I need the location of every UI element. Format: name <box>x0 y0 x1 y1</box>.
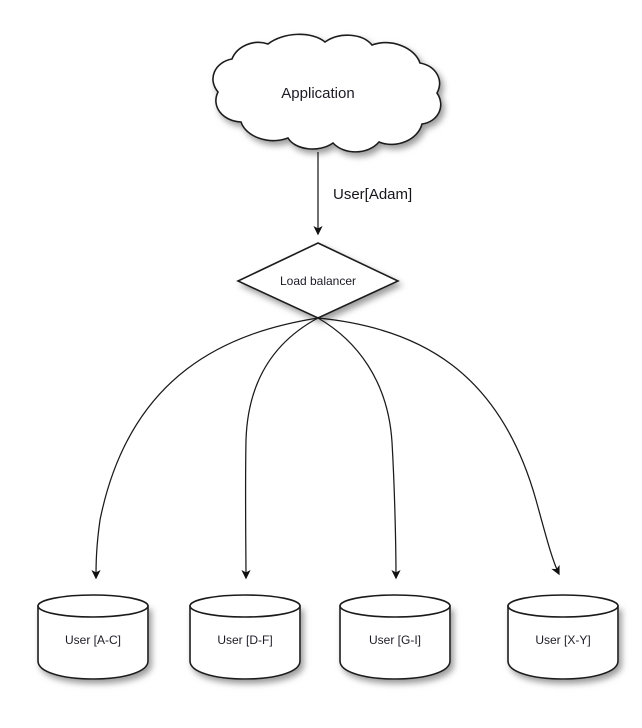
database-4-label: User [X-Y] <box>535 633 590 647</box>
edge-balancer-to-db-1 <box>91 317 319 580</box>
edge-balancer-to-db-4 <box>317 317 560 576</box>
node-database-3[interactable]: User [G-I] <box>339 594 451 680</box>
edge-app-to-balancer: User[Adam] <box>313 152 412 236</box>
database-2-label: User [D-F] <box>217 633 272 647</box>
node-database-4[interactable]: User [X-Y] <box>507 594 619 680</box>
database-1-label: User [A-C] <box>65 633 121 647</box>
node-application-cloud[interactable]: Application <box>212 33 442 153</box>
node-database-1[interactable]: User [A-C] <box>37 594 149 680</box>
database-3-label: User [G-I] <box>369 633 421 647</box>
node-load-balancer[interactable]: Load balancer <box>236 242 400 319</box>
cloud-label: Application <box>281 85 354 102</box>
node-database-2[interactable]: User [D-F] <box>189 594 301 680</box>
edge-balancer-to-db-2 <box>241 317 319 580</box>
edge-app-to-balancer-label: User[Adam] <box>333 186 412 203</box>
load-balancer-label: Load balancer <box>280 274 356 288</box>
edge-balancer-to-shards <box>91 317 560 580</box>
edge-balancer-to-db-3 <box>317 317 401 580</box>
